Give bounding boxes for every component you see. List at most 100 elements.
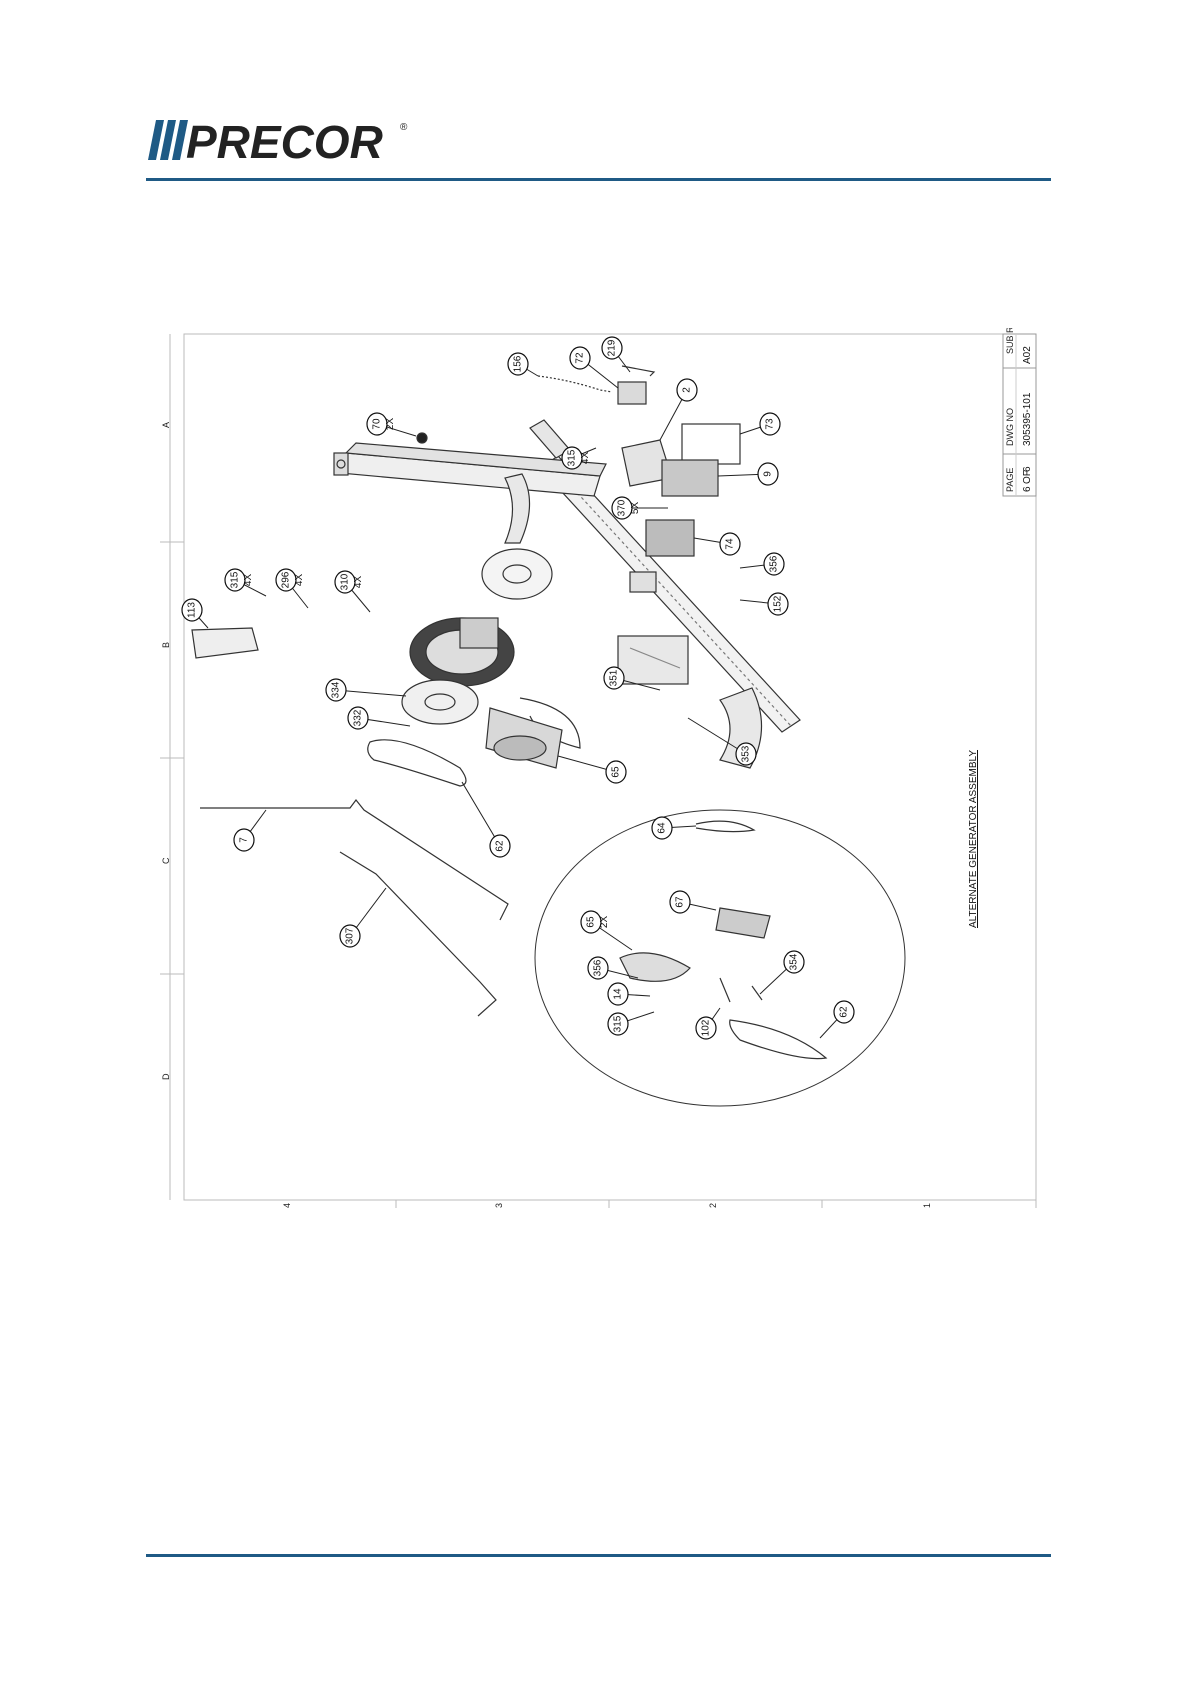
callout-qty: 4X xyxy=(243,574,254,587)
callout-332: 332 xyxy=(348,707,368,729)
part-113-bracket xyxy=(192,628,258,658)
part-102-bolt xyxy=(720,978,730,1002)
callout-number: 113 xyxy=(187,602,198,618)
zone-label-2: 2 xyxy=(708,1203,718,1208)
callout-number: 74 xyxy=(725,538,736,550)
callout-number: 356 xyxy=(769,555,780,572)
callout-7: 7 xyxy=(234,829,254,851)
callout-qty: 4X xyxy=(353,576,364,589)
callout-73: 73 xyxy=(760,413,780,435)
part-74-board xyxy=(646,520,694,556)
callout-315: 315 xyxy=(608,1013,628,1035)
callout-219: 219 xyxy=(602,337,622,359)
title-block: SUB REV A02 DWG NO 305395-101 PAGE 6 OF … xyxy=(1003,328,1036,496)
frame-main-beam xyxy=(540,456,800,732)
frame-foot-left xyxy=(505,474,530,543)
callout-number: 102 xyxy=(701,1019,712,1036)
callout-number: 219 xyxy=(607,339,618,356)
part-70-grommet xyxy=(417,433,427,443)
callout-307: 307 xyxy=(340,925,360,947)
zone-label-1: 1 xyxy=(922,1203,932,1208)
callout-number: 64 xyxy=(657,822,668,834)
zone-label-c: C xyxy=(161,857,171,864)
part-67 xyxy=(716,908,770,938)
callout-number: 315 xyxy=(613,1015,624,1032)
callout-2: 2 xyxy=(677,379,697,401)
callout-334: 334 xyxy=(326,679,346,701)
front-housing xyxy=(618,636,688,684)
callout-370: 3705X xyxy=(612,497,641,519)
part-9-board xyxy=(662,460,718,496)
callout-number: 2 xyxy=(682,387,693,393)
callout-102: 102 xyxy=(696,1017,716,1039)
callout-14: 14 xyxy=(608,983,628,1005)
callout-number: 315 xyxy=(567,449,578,466)
beam-bracket xyxy=(630,572,656,592)
callout-number: 353 xyxy=(741,745,752,762)
logo-wordmark: PRECOR xyxy=(186,116,383,166)
page-number: 6 xyxy=(1022,486,1033,492)
callout-number: 354 xyxy=(789,953,800,970)
callout-152: 152 xyxy=(768,593,788,615)
callout-number: 73 xyxy=(765,418,776,430)
callout-156: 156 xyxy=(508,353,528,375)
callout-number: 156 xyxy=(513,355,524,372)
registered-mark: ® xyxy=(400,122,408,133)
callout-number: 72 xyxy=(575,352,586,364)
part-334-plate xyxy=(402,680,478,724)
callout-number: 315 xyxy=(230,571,241,588)
part-73-panel xyxy=(682,424,740,464)
callout-354: 354 xyxy=(784,951,804,973)
part-62-detail xyxy=(730,1020,826,1059)
part-307-cable xyxy=(340,852,496,1016)
callout-9: 9 xyxy=(758,463,778,485)
flywheel-hub xyxy=(460,618,498,648)
zone-ticks xyxy=(160,542,1036,1208)
precor-logo: PRECOR ® xyxy=(148,116,418,166)
callout-number: 334 xyxy=(331,681,342,698)
callout-65: 65 xyxy=(606,761,626,783)
callout-72: 72 xyxy=(570,347,590,369)
drawing-caption: ALTERNATE GENERATOR ASSEMBLY xyxy=(968,750,979,928)
detail-circle xyxy=(535,810,905,1106)
callout-number: 296 xyxy=(281,571,292,588)
callout-64: 64 xyxy=(652,817,672,839)
callout-qty: 4X xyxy=(294,574,305,587)
drawing-canvas: ABCD 4321 SUB REV A02 DWG NO 305395-101 … xyxy=(160,328,1040,1208)
callout-number: 70 xyxy=(372,418,383,430)
callout-62: 62 xyxy=(490,835,510,857)
callout-number: 356 xyxy=(593,959,604,976)
logo-slashes xyxy=(148,120,188,160)
part-62-belt xyxy=(368,740,466,786)
callout-number: 9 xyxy=(763,471,774,477)
callout-356: 356 xyxy=(764,553,784,575)
zone-label-b: B xyxy=(161,642,171,648)
callout-number: 351 xyxy=(609,669,620,686)
callout-number: 62 xyxy=(839,1006,850,1018)
callout-353: 353 xyxy=(736,743,756,765)
callout-number: 14 xyxy=(613,988,624,1000)
callout-qty: 2X xyxy=(385,418,396,431)
callout-296: 2964X xyxy=(276,569,305,591)
part-156-cable xyxy=(538,376,612,392)
callout-67: 67 xyxy=(670,891,690,913)
callout-qty: 2X xyxy=(599,916,610,929)
zone-label-a: A xyxy=(161,422,171,428)
callout-74: 74 xyxy=(720,533,740,555)
rev-label: SUB REV xyxy=(1005,328,1015,354)
callout-number: 65 xyxy=(586,916,597,928)
callout-62: 62 xyxy=(834,1001,854,1023)
callout-351: 351 xyxy=(604,667,624,689)
parts-linework xyxy=(192,366,905,1106)
callout-number: 7 xyxy=(239,837,250,843)
callout-number: 307 xyxy=(345,927,356,944)
page-count: 6 OF 6 xyxy=(1022,466,1033,492)
precor-logo-mark: PRECOR ® xyxy=(148,116,418,166)
zone-label-d: D xyxy=(161,1073,171,1080)
zone-label-4: 4 xyxy=(282,1203,292,1208)
callout-qty: 5X xyxy=(630,502,641,515)
callout-qty: 4X xyxy=(580,452,591,465)
